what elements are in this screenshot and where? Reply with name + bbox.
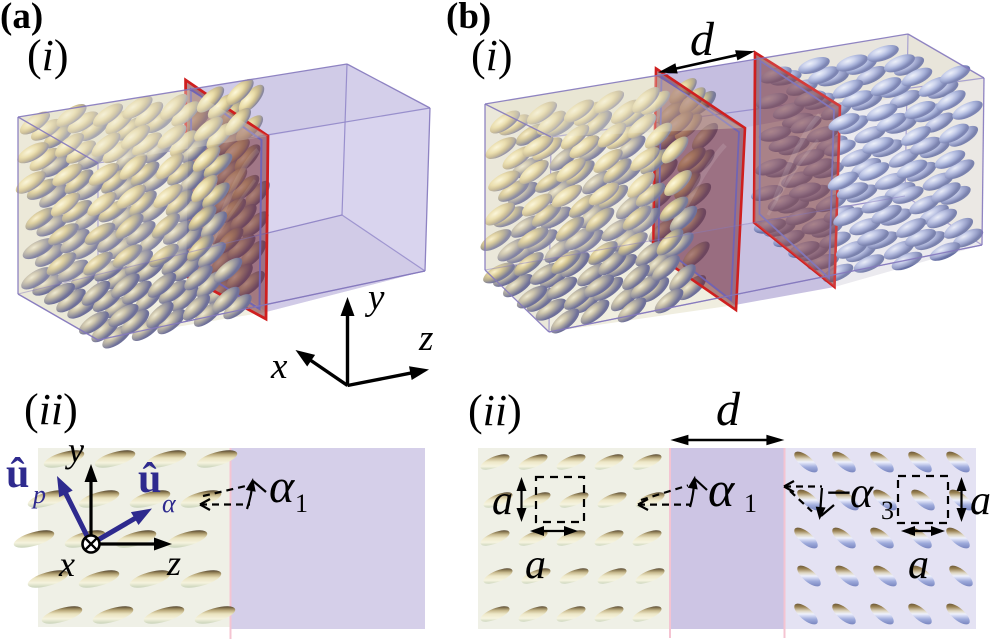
svg-text:(ii): (ii) [24,385,78,434]
svg-text:α: α [162,489,177,518]
svg-text:α: α [850,468,874,517]
svg-text:y: y [65,430,84,470]
svg-text:d: d [716,383,741,436]
svg-text:x: x [270,346,288,387]
svg-text:a: a [525,542,546,588]
svg-text:z: z [418,318,433,359]
svg-text:(i): (i) [471,31,513,80]
svg-text:1: 1 [295,489,308,518]
svg-text:(i): (i) [27,31,69,80]
svg-text:d: d [690,13,715,66]
svg-text:α: α [708,461,736,517]
svg-text:(b): (b) [446,0,491,37]
svg-text:a: a [970,478,991,524]
svg-text:3: 3 [881,496,894,525]
svg-text:y: y [364,277,385,318]
svg-text:û: û [6,451,29,497]
svg-text:1: 1 [744,489,757,518]
svg-text:z: z [166,543,181,583]
svg-text:(ii): (ii) [468,386,522,435]
svg-text:α: α [269,460,295,513]
svg-text:−: − [826,467,852,518]
svg-text:p: p [31,480,46,509]
svg-text:a: a [908,542,929,588]
svg-text:(a): (a) [0,0,43,37]
svg-text:x: x [58,544,75,584]
svg-text:a: a [492,478,513,524]
svg-text:û: û [138,456,161,502]
